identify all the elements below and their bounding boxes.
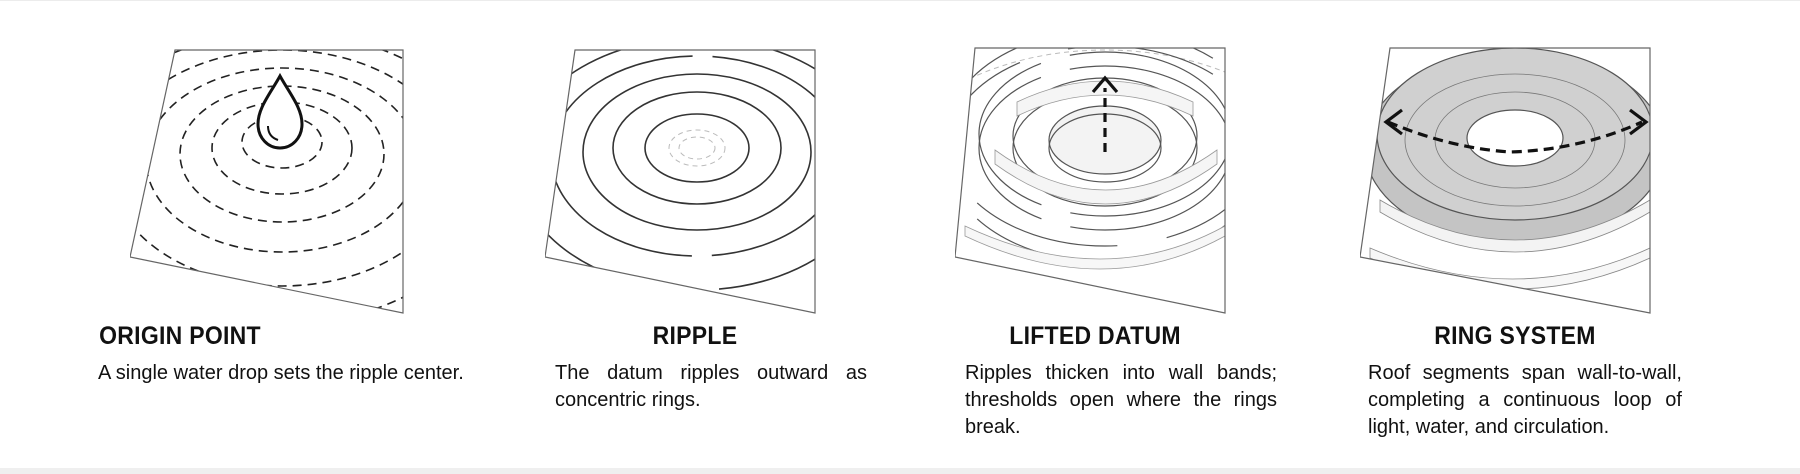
panel-description: The datum ripples outward as concentric …	[555, 362, 867, 411]
panel-ring-system: RING SYSTEM Roof segments span wall-to-w…	[1360, 0, 1760, 474]
panel-ripple: RIPPLE The datum ripples outward as conc…	[545, 0, 945, 474]
panel-title: LIFTED DATUM	[1009, 322, 1181, 350]
left-arrow-icon	[1383, 108, 1403, 136]
panel-description: A single water drop sets the ripple cent…	[98, 362, 464, 384]
panel-title: ORIGIN POINT	[99, 322, 261, 350]
right-arrow-icon	[1629, 108, 1649, 136]
panel-lifted-datum: LIFTED DATUM Ripples thicken into wall b…	[955, 0, 1355, 474]
ring-system-illustration	[1360, 47, 1651, 314]
water-drop-icon	[256, 72, 304, 150]
panel-description: Ripples thicken into wall bands; thresho…	[965, 362, 1277, 438]
panel-title: RING SYSTEM	[1434, 322, 1596, 350]
span-arrow-shaft	[1387, 120, 1643, 154]
panel-description: Roof segments span wall-to-wall, complet…	[1368, 362, 1682, 438]
up-arrow-icon	[1091, 75, 1119, 94]
panel-title: RIPPLE	[652, 322, 738, 350]
panel-origin-point: ORIGIN POINT A single water drop sets th…	[90, 0, 490, 474]
ripple-illustration	[545, 49, 816, 314]
origin-point-illustration	[130, 49, 404, 314]
lifted-datum-illustration	[955, 47, 1226, 314]
